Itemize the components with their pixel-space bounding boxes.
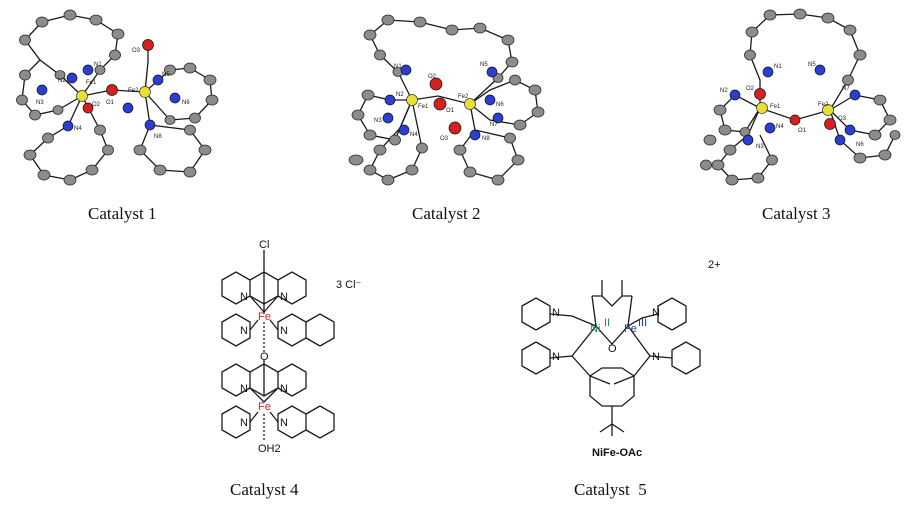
svg-text:N: N [280,291,288,303]
caption-catalyst-1: Catalyst 1 [88,204,157,223]
svg-text:III: III [638,317,647,329]
svg-text:N: N [240,417,248,429]
svg-text:Fe2: Fe2 [458,94,469,100]
svg-text:N: N [280,417,288,429]
svg-text:OH2: OH2 [258,443,281,455]
svg-text:II: II [604,317,610,329]
crystal-structure-catalyst-1 [16,9,219,186]
svg-text:Cl: Cl [259,239,269,251]
svg-text:N: N [240,383,248,395]
svg-text:O1: O1 [446,108,455,114]
atom-labels-catalyst-2: N1 N2 O2 Fe1 N3 N4 O1 N5 Fe2 N6 N7 O3 N8 [374,62,504,142]
svg-text:N7: N7 [490,122,498,128]
svg-text:N: N [280,325,288,337]
crystal-structure-catalyst-2 [348,14,545,186]
svg-text:N7: N7 [842,86,850,92]
svg-text:O3: O3 [838,116,847,122]
iron-atoms [76,86,151,102]
svg-text:N6: N6 [496,102,504,108]
svg-text:N5: N5 [480,62,488,68]
svg-text:N1: N1 [94,62,102,68]
svg-text:Fe1: Fe1 [770,104,781,110]
atom-labels-catalyst-1: N2 N1 Fe1 N3 O2 N4 O1 Fe2 O3 N5 N6 N8 [36,48,190,140]
svg-text:NiFe-OAc: NiFe-OAc [592,447,642,459]
svg-text:O: O [260,351,269,363]
caption-catalyst-4: Catalyst 4 [230,480,299,499]
svg-text:N2: N2 [58,78,66,84]
svg-text:O3: O3 [440,136,449,142]
svg-text:N: N [652,307,660,319]
svg-text:N4: N4 [776,124,784,130]
svg-text:N1: N1 [394,64,402,70]
structure-catalyst-5: Ni II Fe III O N N N N 2+ NiFe-OAc [521,259,721,459]
atom-labels-catalyst-3: N1 N5 N2 O2 Fe1 N7 Fe2 N4 O1 O3 N3 N6 [720,62,864,150]
svg-text:O2: O2 [92,102,101,108]
svg-text:Fe2: Fe2 [818,102,829,108]
svg-text:O2: O2 [428,74,437,80]
svg-text:N3: N3 [756,144,764,150]
structure-catalyst-4: Cl Fe O Fe OH2 N N N N N N N N 3 Cl⁻ [221,239,362,455]
svg-text:Ni: Ni [590,323,600,335]
svg-text:N: N [240,291,248,303]
svg-text:Fe1: Fe1 [86,80,97,86]
svg-text:N2: N2 [396,92,404,98]
svg-text:Fe1: Fe1 [418,104,429,110]
svg-text:N: N [652,351,660,363]
panel-catalyst-4: Cl Fe O Fe OH2 N N N N N N N N 3 Cl⁻ Cat… [200,232,370,514]
svg-text:N3: N3 [36,100,44,106]
caption-catalyst-2: Catalyst 2 [412,204,481,223]
svg-text:N4: N4 [410,132,418,138]
svg-text:Fe: Fe [258,311,271,323]
svg-text:O2: O2 [746,86,755,92]
panel-catalyst-3: N1 N5 N2 O2 Fe1 N7 Fe2 N4 O1 O3 N3 N6 Ca… [690,0,921,230]
svg-text:N6: N6 [856,142,864,148]
svg-text:N8: N8 [482,136,490,142]
svg-text:N4: N4 [74,126,82,132]
svg-text:Fe: Fe [258,401,271,413]
svg-text:N6: N6 [182,100,190,106]
svg-text:3 Cl⁻: 3 Cl⁻ [336,279,362,291]
svg-text:N: N [552,351,560,363]
nitrogen-atoms [36,64,181,132]
svg-text:N3: N3 [374,118,382,124]
svg-text:N: N [280,383,288,395]
caption-catalyst-5: Catalyst 5 [574,480,647,499]
svg-text:N8: N8 [154,134,162,140]
svg-text:Fe: Fe [624,323,637,335]
svg-text:N1: N1 [774,64,782,70]
svg-text:O: O [608,343,617,355]
svg-text:N: N [552,307,560,319]
carbon-atoms [16,9,219,186]
svg-text:Fe2: Fe2 [128,88,139,94]
svg-text:O1: O1 [798,128,807,134]
caption-catalyst-3: Catalyst 3 [762,204,831,223]
svg-text:N5: N5 [162,72,170,78]
svg-text:N: N [240,325,248,337]
svg-text:N5: N5 [808,62,816,68]
crystal-structure-catalyst-3 [700,8,901,186]
oxygen-atoms [82,39,154,114]
svg-text:2+: 2+ [708,259,721,271]
svg-text:O3: O3 [132,48,141,54]
svg-text:O1: O1 [106,100,115,106]
panel-catalyst-5: Ni II Fe III O N N N N 2+ NiFe-OAc Catal… [510,256,740,514]
panel-catalyst-2: N1 N2 O2 Fe1 N3 N4 O1 N5 Fe2 N6 N7 O3 N8… [340,0,600,230]
panel-catalyst-1: N2 N1 Fe1 N3 O2 N4 O1 Fe2 O3 N5 N6 N8 Ca… [0,0,300,230]
svg-text:N2: N2 [720,88,728,94]
